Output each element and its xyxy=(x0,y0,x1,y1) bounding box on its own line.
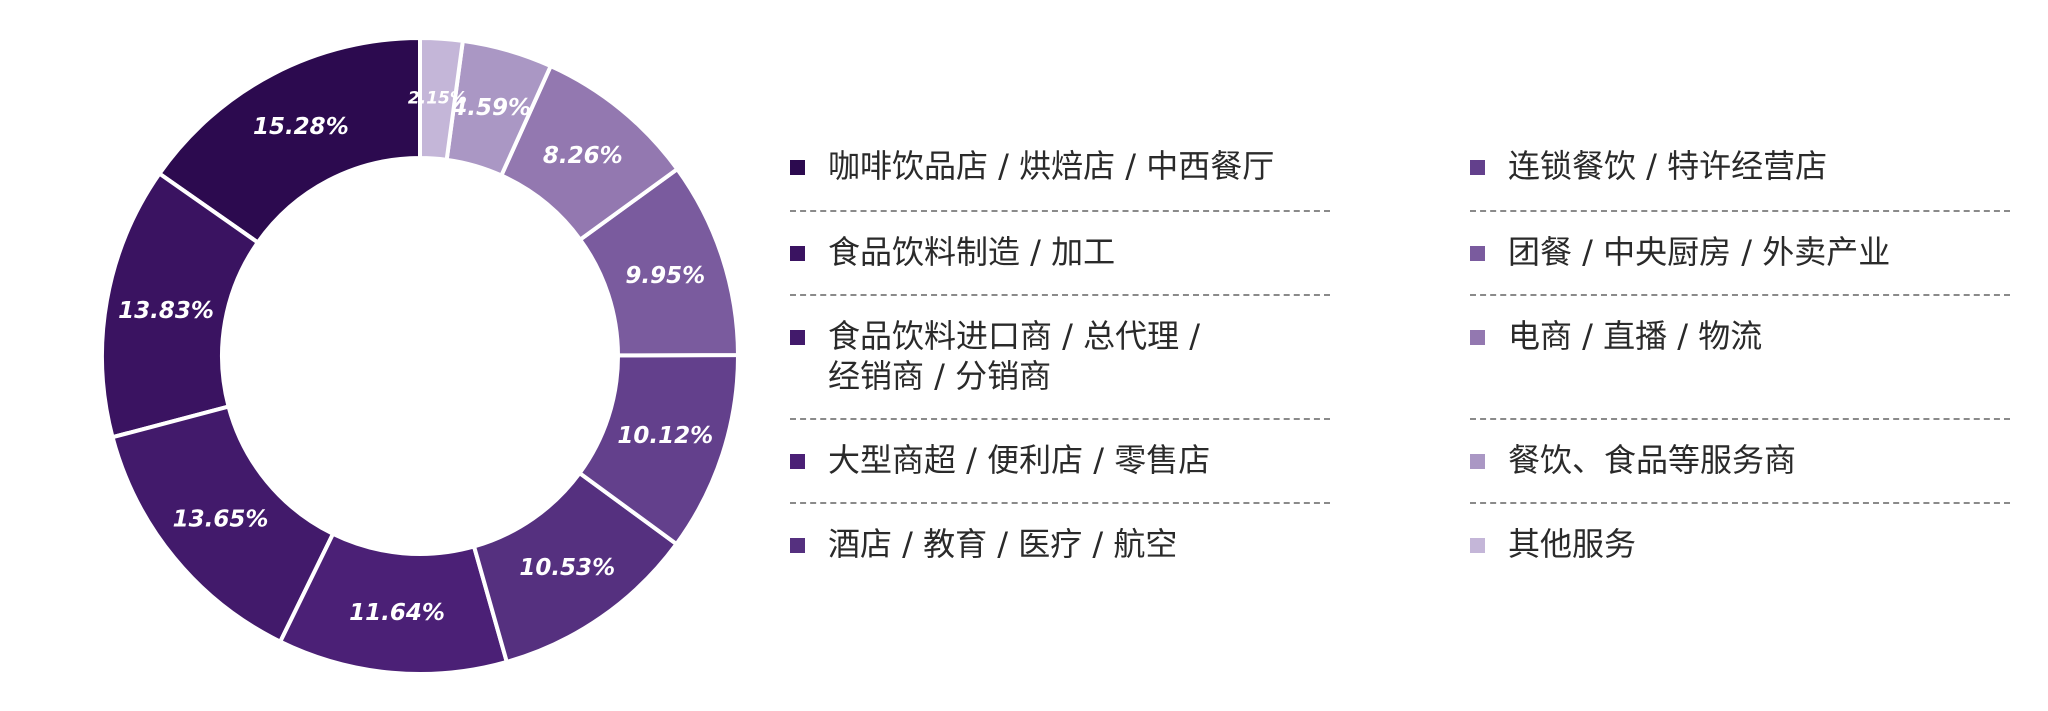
legend-swatch xyxy=(790,246,805,261)
legend-swatch xyxy=(1470,454,1485,469)
legend-item-5: 酒店 / 教育 / 医疗 / 航空 xyxy=(790,524,1177,564)
donut-slice-8 xyxy=(498,63,681,243)
legend-item-3: 食品饮料进口商 / 总代理 /经销商 / 分销商 xyxy=(790,316,1200,396)
legend-divider xyxy=(1470,502,2010,504)
slice-value-label-6: 10.12% xyxy=(617,423,713,449)
legend-divider xyxy=(1470,210,2010,212)
legend-label: 咖啡饮品店 / 烘焙店 / 中西餐厅 xyxy=(828,147,1275,185)
legend-item-1: 咖啡饮品店 / 烘焙店 / 中西餐厅 xyxy=(790,146,1274,186)
legend-label: 大型商超 / 便利店 / 零售店 xyxy=(828,441,1211,479)
legend-swatch xyxy=(1470,160,1485,175)
legend-divider xyxy=(790,502,1330,504)
legend-label: 其他服务 xyxy=(1508,525,1637,563)
donut-slice-2 xyxy=(100,170,261,440)
legend-swatch xyxy=(790,454,805,469)
donut-slice-6 xyxy=(576,352,741,547)
legend-item-9: 餐饮、食品等服务商 xyxy=(1470,440,1796,480)
legend-label: 团餐 / 中央厨房 / 外卖产业 xyxy=(1508,233,1891,271)
legend-swatch xyxy=(790,160,805,175)
donut-slice-7 xyxy=(577,166,741,358)
legend-item-6: 连锁餐饮 / 特许经营店 xyxy=(1470,146,1827,186)
slice-value-label-1: 15.28% xyxy=(253,114,349,140)
legend-divider xyxy=(790,294,1330,296)
legend-swatch xyxy=(1470,246,1485,261)
legend-divider xyxy=(790,418,1330,420)
legend-label: 餐饮、食品等服务商 xyxy=(1508,441,1797,479)
legend-item-7: 团餐 / 中央厨房 / 外卖产业 xyxy=(1470,232,1890,272)
donut-slice-3 xyxy=(110,404,336,645)
donut-slice-5 xyxy=(471,470,680,665)
slice-value-label-9: 4.59% xyxy=(450,95,531,121)
legend-label: 食品饮料进口商 / 总代理 /经销商 / 分销商 xyxy=(828,317,1201,395)
slice-value-label-3: 13.65% xyxy=(173,507,269,533)
legend-divider xyxy=(790,210,1330,212)
legend-item-2: 食品饮料制造 / 加工 xyxy=(790,232,1115,272)
donut-chart: 15.28% 13.83% 13.65% 11.64% 10.53% 10.12% 9.95… xyxy=(100,35,741,676)
legend-label: 食品饮料制造 / 加工 xyxy=(828,233,1116,271)
legend-label: 连锁餐饮 / 特许经营店 xyxy=(1508,147,1828,185)
slice-value-label-10: 2.15% xyxy=(408,89,467,109)
donut-slice-9 xyxy=(444,38,554,179)
slice-value-label-2: 13.83% xyxy=(118,298,214,324)
donut-slice-10 xyxy=(418,35,466,163)
legend-item-10: 其他服务 xyxy=(1470,524,1636,564)
legend-swatch xyxy=(1470,330,1485,345)
legend-label: 电商 / 直播 / 物流 xyxy=(1508,317,1763,355)
legend-item-4: 大型商超 / 便利店 / 零售店 xyxy=(790,440,1210,480)
legend-swatch xyxy=(1470,538,1485,553)
donut-slice-4 xyxy=(277,531,510,676)
slice-value-label-8: 8.26% xyxy=(543,143,623,169)
legend-label: 酒店 / 教育 / 医疗 / 航空 xyxy=(828,525,1178,563)
legend-divider xyxy=(1470,294,2010,296)
legend-divider xyxy=(1470,418,2010,420)
slice-value-label-7: 9.95% xyxy=(625,263,705,289)
legend-swatch xyxy=(790,330,805,345)
slice-value-label-4: 11.64% xyxy=(349,600,445,626)
legend-swatch xyxy=(790,538,805,553)
legend-item-8: 电商 / 直播 / 物流 xyxy=(1470,316,1762,356)
slice-value-label-5: 10.53% xyxy=(519,555,615,581)
